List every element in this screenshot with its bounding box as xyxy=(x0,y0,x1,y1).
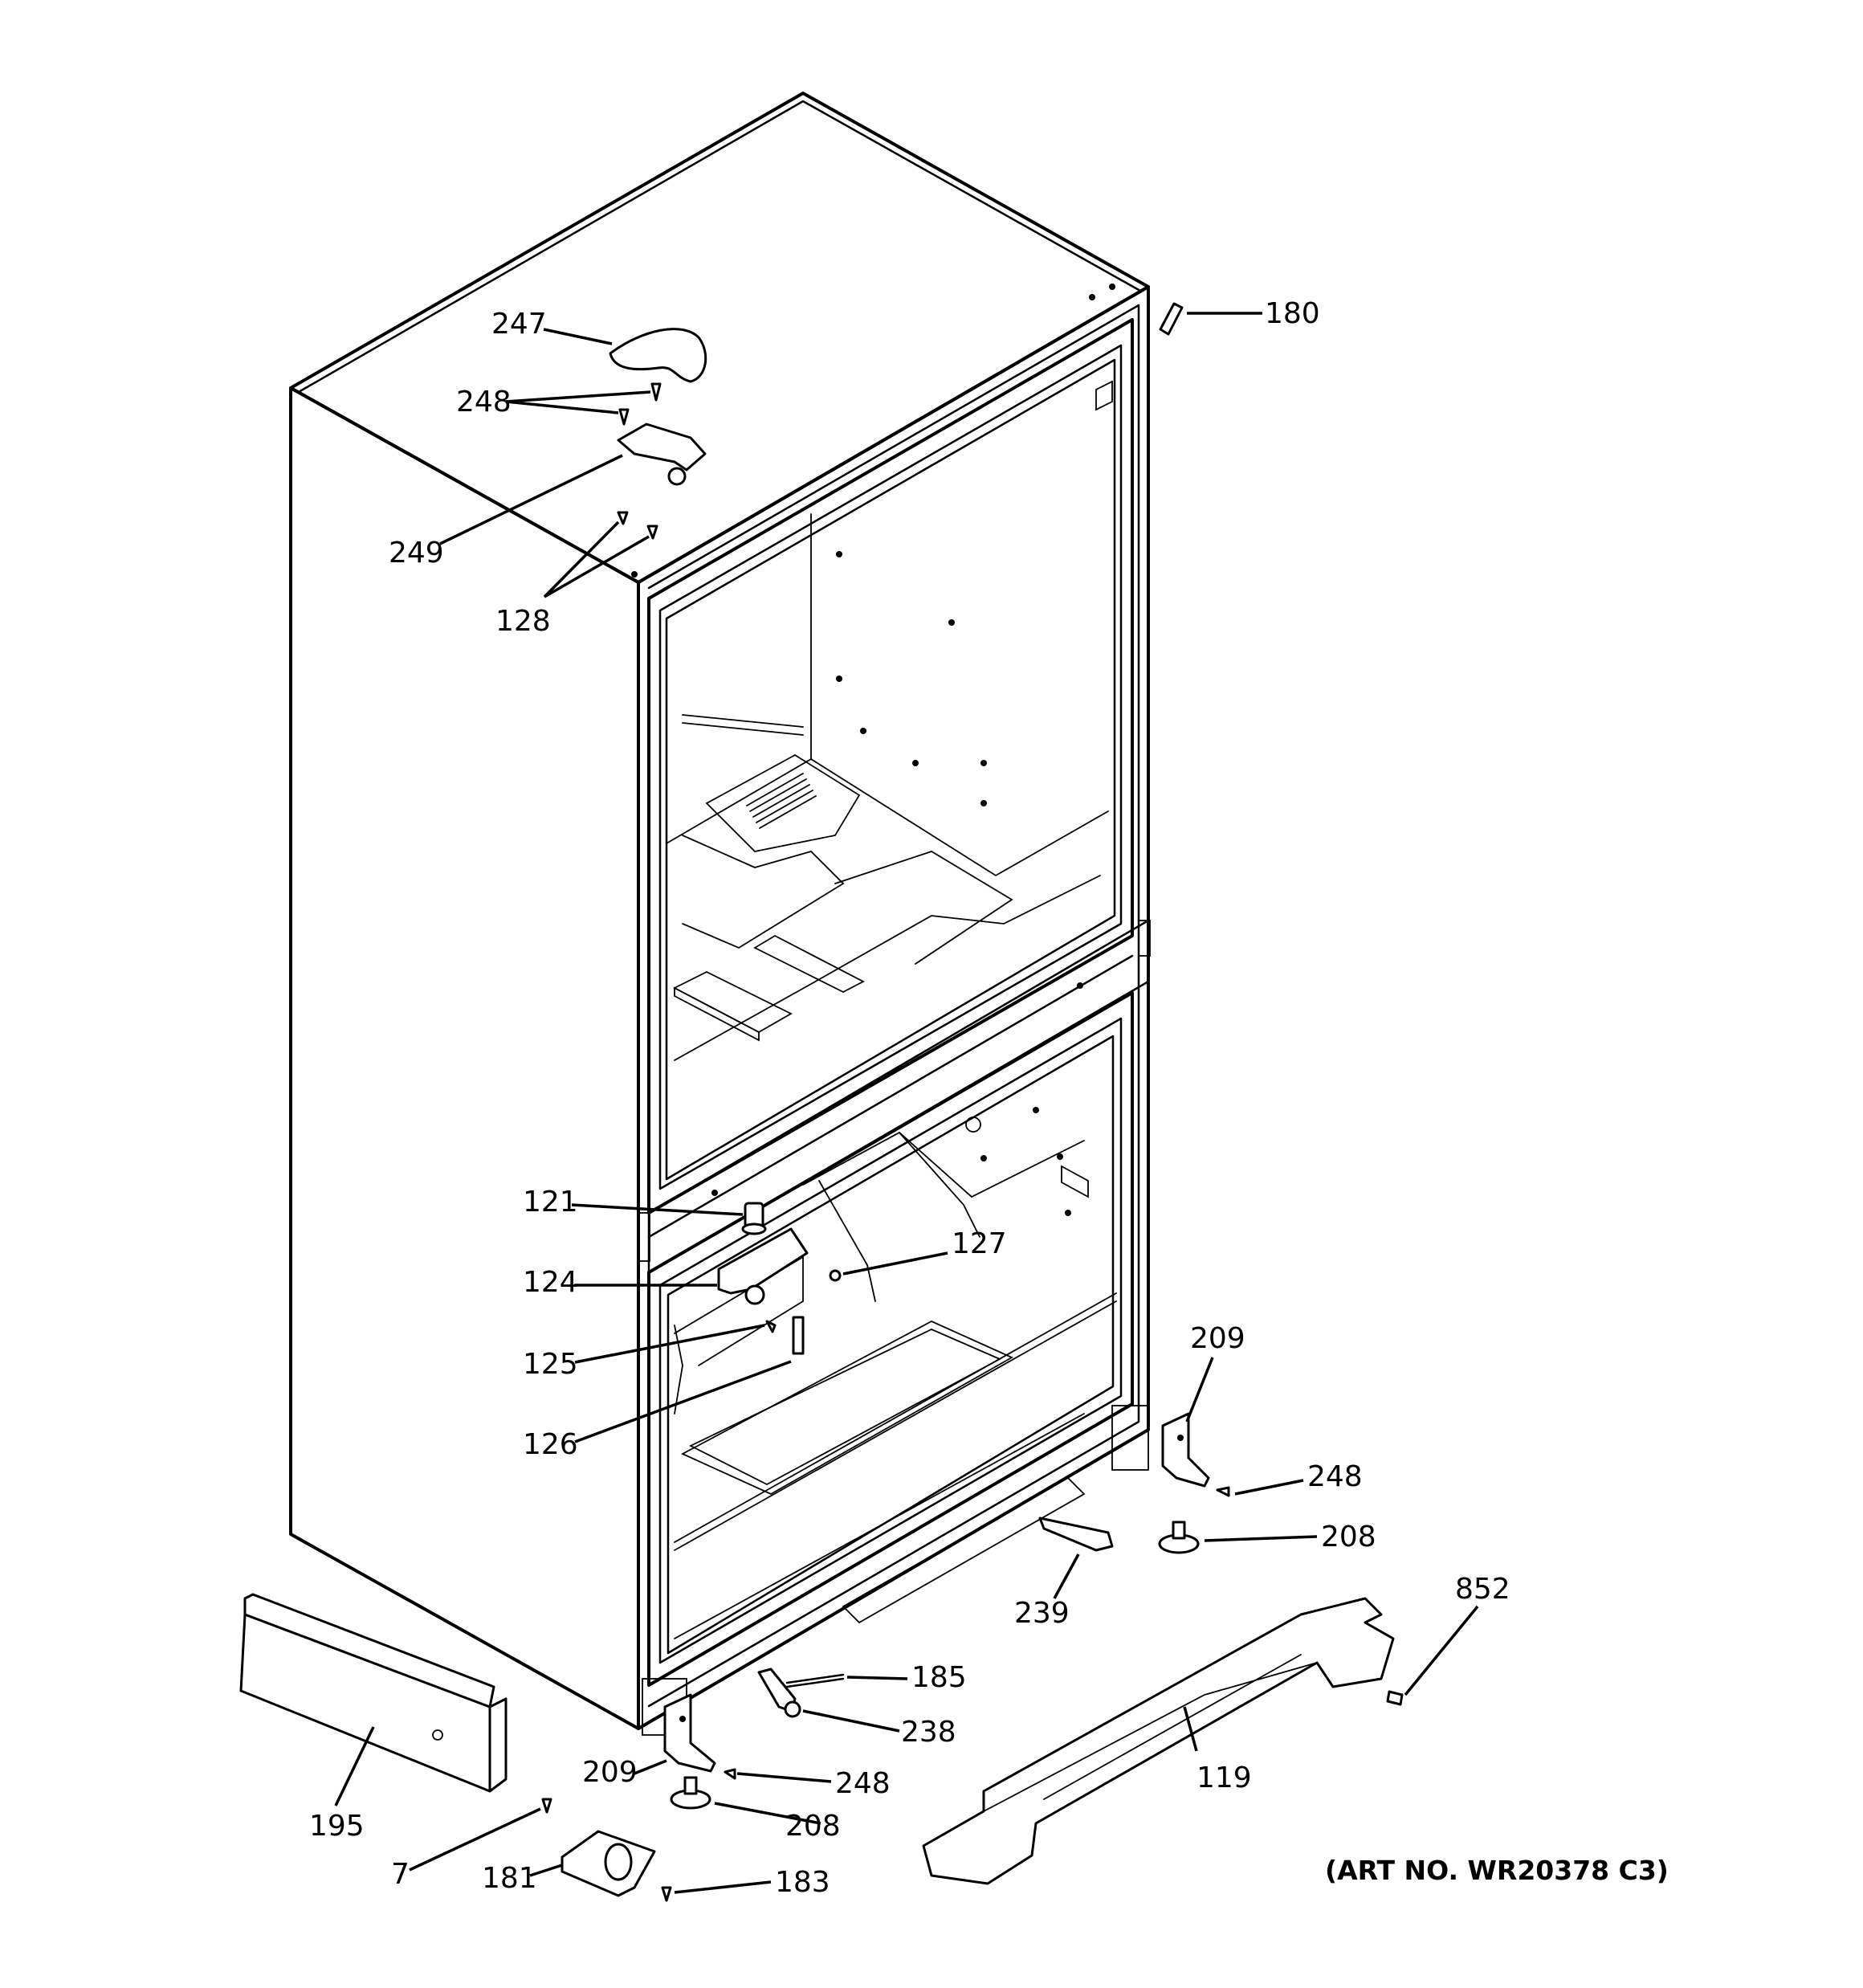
callout-248-right: 248 xyxy=(1307,1460,1363,1493)
callout-7: 7 xyxy=(391,1858,410,1891)
fresh-food-opening xyxy=(647,318,1134,1214)
part-126-strip xyxy=(792,1316,805,1355)
callout-127: 127 xyxy=(952,1227,1007,1260)
callout-247: 247 xyxy=(491,308,547,341)
callout-183: 183 xyxy=(775,1866,830,1899)
part-852-screw xyxy=(1386,1690,1404,1706)
part-127-plug xyxy=(829,1269,842,1282)
part-208-left-leveler xyxy=(670,1776,711,1810)
callout-238: 238 xyxy=(901,1716,956,1749)
callout-119: 119 xyxy=(1196,1761,1252,1794)
part-247-hinge-cover xyxy=(609,328,707,383)
callout-209-right: 209 xyxy=(1190,1322,1245,1355)
mullion xyxy=(647,919,1150,1274)
callout-labels: 180 247 248 249 128 121 127 124 125 126 … xyxy=(309,297,1669,1899)
part-185-spring xyxy=(785,1673,845,1688)
callout-124: 124 xyxy=(523,1266,578,1299)
callout-209-left: 209 xyxy=(582,1756,638,1789)
part-248-screws-top xyxy=(618,382,662,426)
part-249-top-hinge xyxy=(617,423,707,486)
part-209-right-bracket xyxy=(1161,1412,1210,1488)
part-119-grille xyxy=(922,1597,1395,1885)
callout-126: 126 xyxy=(523,1428,578,1461)
part-124-bracket xyxy=(717,1227,809,1305)
callout-125: 125 xyxy=(523,1348,578,1381)
callout-128: 128 xyxy=(495,605,551,638)
part-238-roller-arm xyxy=(757,1668,801,1718)
callout-208-left: 208 xyxy=(785,1810,841,1843)
part-7-screw xyxy=(541,1798,552,1814)
part-209-left-bracket xyxy=(663,1693,716,1773)
callout-248-top: 248 xyxy=(456,386,512,418)
callout-185: 185 xyxy=(911,1661,967,1694)
cabinet-front xyxy=(637,285,1150,1730)
part-128-screws xyxy=(617,511,658,540)
part-208-right-leveler xyxy=(1158,1521,1200,1554)
part-183-screw xyxy=(661,1886,672,1902)
callout-239: 239 xyxy=(1014,1597,1070,1630)
callout-180: 180 xyxy=(1265,297,1320,330)
callout-249: 249 xyxy=(389,537,444,569)
callout-121: 121 xyxy=(523,1186,578,1219)
callout-208-right: 208 xyxy=(1321,1521,1376,1553)
callout-852: 852 xyxy=(1455,1573,1510,1606)
part-125-screw xyxy=(765,1320,777,1333)
cabinet xyxy=(289,92,1151,1736)
vent-grille xyxy=(746,773,817,829)
part-239-link xyxy=(1038,1517,1114,1552)
leader-lines xyxy=(334,312,1479,1894)
part-121-pin xyxy=(741,1202,767,1235)
part-248-right-screw xyxy=(1216,1486,1230,1497)
part-181-roller xyxy=(561,1830,656,1897)
freezer-opening xyxy=(647,991,1134,1687)
callout-195: 195 xyxy=(309,1810,365,1843)
callout-248-left: 248 xyxy=(835,1767,891,1800)
part-248-left-screw xyxy=(724,1768,736,1780)
part-180 xyxy=(1159,302,1184,336)
cabinet-side xyxy=(289,386,640,1730)
art-number: (ART NO. WR20378 C3) xyxy=(1325,1855,1669,1886)
callout-181: 181 xyxy=(482,1862,537,1895)
cabinet-top xyxy=(289,92,1150,584)
part-195-toe-panel xyxy=(239,1593,508,1793)
